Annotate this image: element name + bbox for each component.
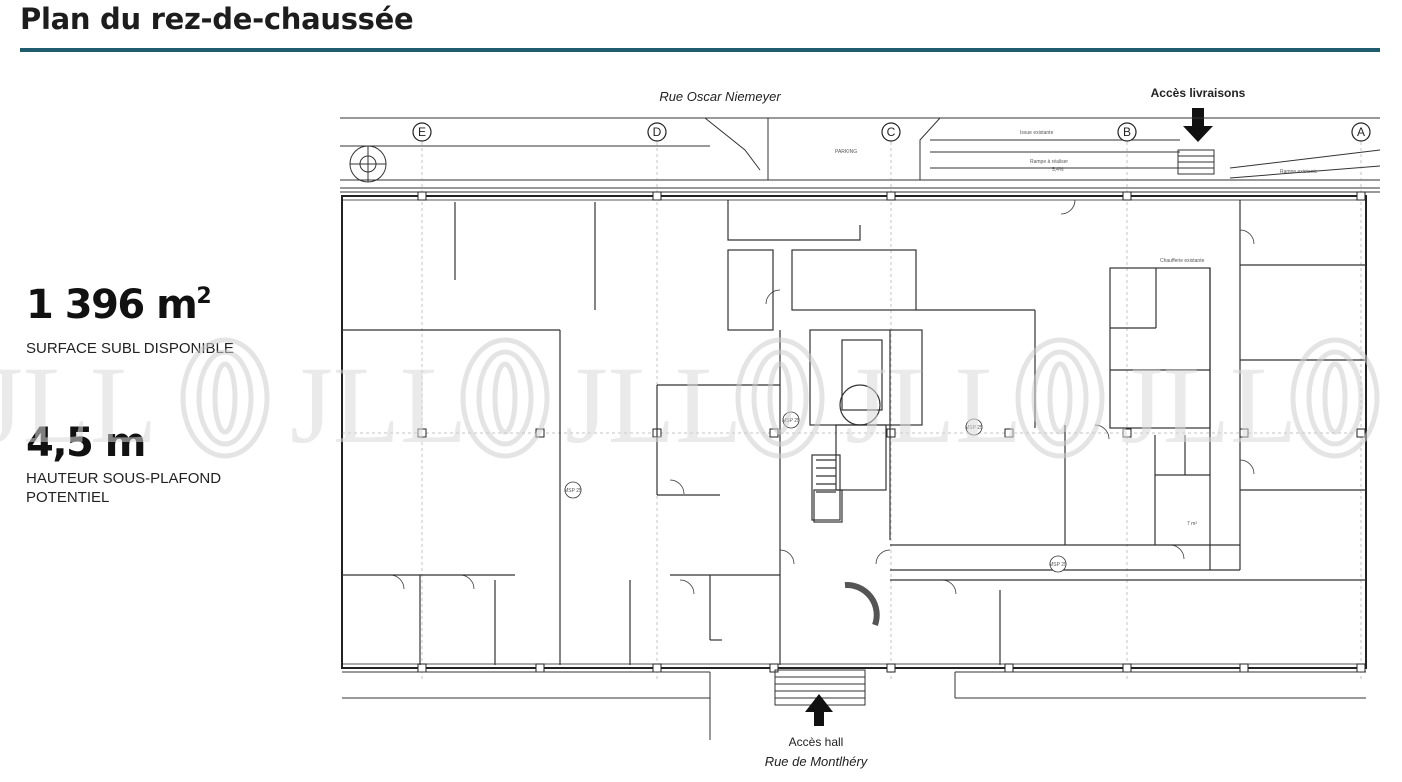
svg-text:MSP 25: MSP 25 <box>564 488 582 494</box>
svg-text:MSP 25: MSP 25 <box>965 425 983 431</box>
existing-ramp-label: Rampe existante <box>1280 169 1318 175</box>
surface-value: 1 396 m2 <box>26 282 212 328</box>
interior-walls <box>342 200 1366 665</box>
ceiling-height-label: HAUTEUR SOUS-PLAFOND POTENTIEL <box>26 470 222 506</box>
surface-unit-exponent: 2 <box>196 284 212 309</box>
ramp-slope-label: 5,4% <box>1052 167 1064 173</box>
street-top-label: Rue Oscar Niemeyer <box>659 89 781 104</box>
ceiling-height-value: 4,5 m <box>26 420 146 466</box>
door-swings <box>389 199 1255 595</box>
page-title: Plan du rez-de-chaussée <box>20 2 414 36</box>
svg-text:MSP 25: MSP 25 <box>1049 562 1067 568</box>
svg-text:A: A <box>1357 125 1365 139</box>
ramp-label: Rampe à réaliser <box>1030 159 1068 165</box>
delivery-arrow-icon <box>1183 108 1213 142</box>
street-bottom-label: Rue de Montlhéry <box>765 754 869 769</box>
parking-label: PARKING <box>835 149 857 155</box>
structural-grid <box>342 142 1366 680</box>
room-area-label: 7 m² <box>1187 521 1197 527</box>
boiler-room-label: Chaufferie existante <box>1160 258 1205 264</box>
existing-exit-label: Issue existante <box>1020 130 1054 136</box>
hall-access-label: Accès hall <box>789 735 844 749</box>
surface-number: 1 396 m <box>26 282 198 328</box>
svg-text:E: E <box>418 125 426 139</box>
svg-text:D: D <box>653 125 662 139</box>
building-outline <box>341 195 1367 669</box>
hall-arrow-icon <box>805 694 833 726</box>
shaft-marker-1: MSP 25 <box>564 481 582 499</box>
shaft-marker-3: MSP 25 <box>965 418 983 436</box>
surface-label: SURFACE SUBL DISPONIBLE <box>26 340 234 357</box>
svg-text:C: C <box>887 125 896 139</box>
title-divider <box>20 48 1380 52</box>
floor-plan: Rue Oscar Niemeyer Accès livraisons PARK… <box>340 86 1381 769</box>
axis-marker-c: C <box>881 122 901 142</box>
axis-marker-e: E <box>412 122 432 142</box>
axis-marker-a: A <box>1351 122 1371 142</box>
exterior-south-band <box>342 669 1366 740</box>
svg-text:MSP 25: MSP 25 <box>782 418 800 424</box>
axis-marker-d: D <box>647 122 667 142</box>
shaft-marker-4: MSP 25 <box>1049 555 1067 573</box>
shaft-marker-2: MSP 25 <box>782 411 800 429</box>
exterior-north-band <box>340 117 1381 193</box>
axis-marker-b: B <box>1117 122 1137 142</box>
svg-text:B: B <box>1123 125 1131 139</box>
delivery-access-label: Accès livraisons <box>1151 86 1246 100</box>
